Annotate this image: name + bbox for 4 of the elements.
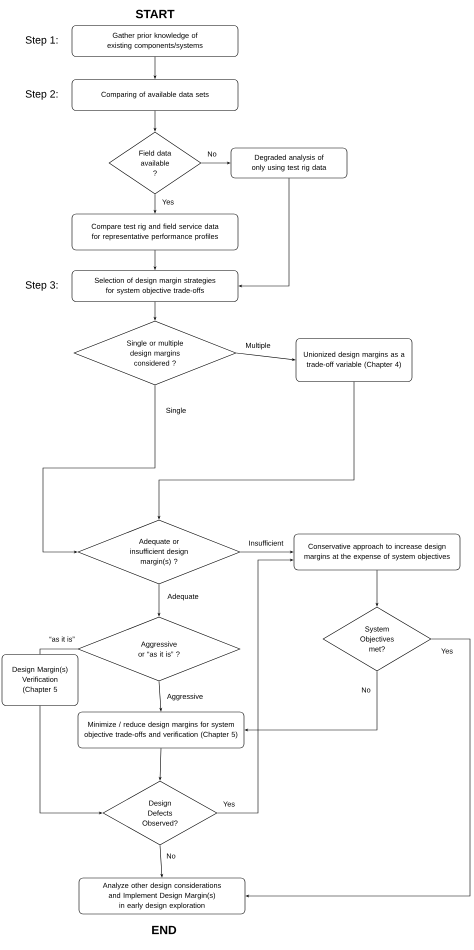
terminal-label: END: [152, 926, 176, 934]
step-label: Step 3:: [26, 281, 58, 291]
step-label: Step 1:: [26, 36, 58, 46]
step-label: Step 2:: [26, 90, 58, 100]
